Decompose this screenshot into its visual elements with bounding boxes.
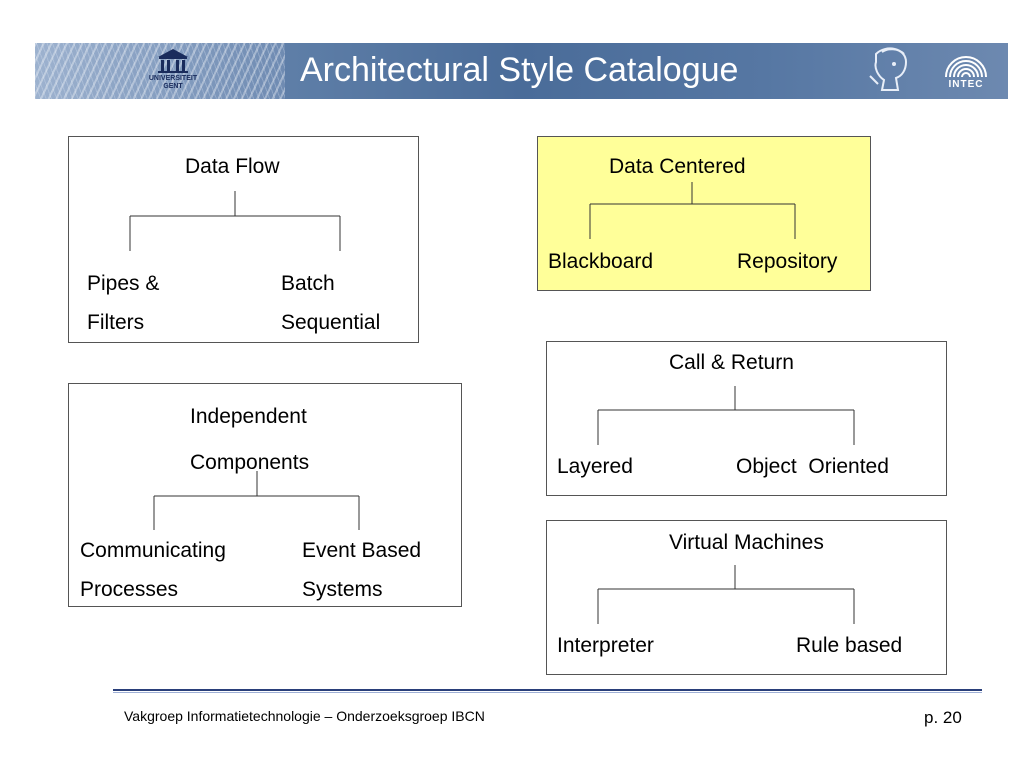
building-icon [158,49,188,73]
independent-tree-connector [153,471,360,530]
pipes-filters-label: Pipes & Filters [87,272,160,334]
page-title: Architectural Style Catalogue [300,51,739,89]
athena-head-icon [862,46,916,96]
event-based-systems-label: Event Based Systems [302,539,422,601]
data-flow-title: Data Flow [185,155,280,178]
data-centered-tree-connector [589,182,796,239]
data-flow-tree-connector [129,191,341,251]
layered-label: Layered [557,455,633,478]
data-flow-box: Data Flow Pipes & Filters Batch Sequenti… [68,136,419,343]
footer-department: Vakgroep Informatietechnologie – Onderzo… [124,708,485,724]
footer-divider-shadow [113,692,982,693]
call-return-tree-connector [597,386,855,445]
virtual-machines-tree-connector [597,565,855,624]
blackboard-label: Blackboard [548,250,654,273]
page-number: p. 20 [924,708,962,727]
repository-label: Repository [737,250,838,273]
virtual-machines-title: Virtual Machines [669,531,824,554]
intec-arcs-icon [945,56,987,78]
data-centered-box: Data Centered Blackboard Repository [537,136,871,291]
batch-sequential-label: Batch Sequential [281,272,381,334]
rule-based-label: Rule based [796,634,903,657]
data-centered-title: Data Centered [609,155,746,178]
ugent-logo-text: UNIVERSITEIT GENT [148,75,198,90]
interpreter-label: Interpreter [557,634,654,657]
communicating-processes-label: Communicating Processes [80,539,226,601]
call-return-box: Call & Return Layered Object Oriented [546,341,947,496]
ugent-logo: UNIVERSITEIT GENT [138,45,208,97]
call-return-title: Call & Return [669,351,794,374]
intec-logo: INTEC [937,47,995,95]
virtual-machines-box: Virtual Machines Interpreter Rule based [546,520,947,675]
independent-components-title: Independent Components [190,405,310,474]
independent-components-box: Independent Components Communicating Pro… [68,383,462,607]
footer-divider [113,689,982,691]
intec-logo-text: INTEC [948,79,984,90]
object-oriented-label: Object Oriented [736,455,889,478]
